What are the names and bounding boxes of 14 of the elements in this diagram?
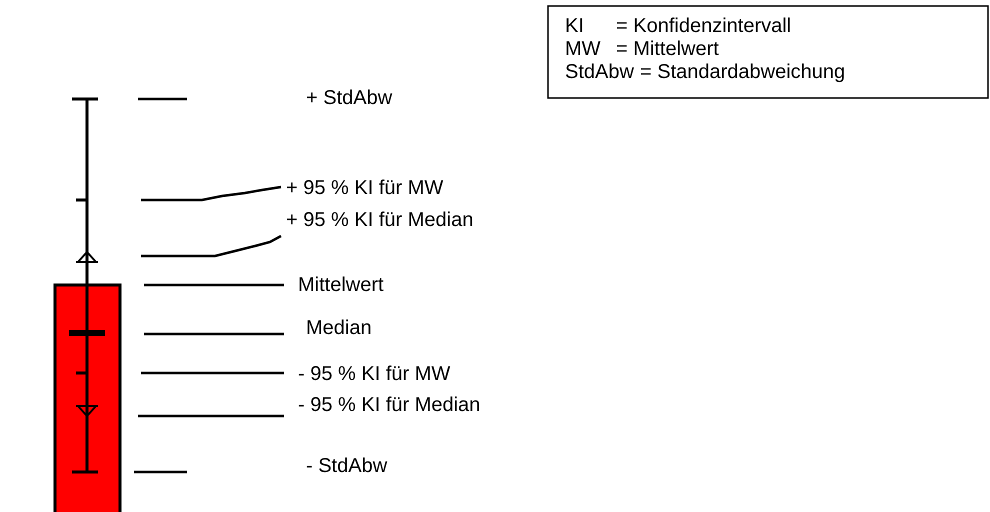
annotation-label: + 95 % KI für MW bbox=[286, 177, 444, 199]
legend-abbreviation: StdAbw bbox=[565, 61, 634, 83]
annotation-label: Mittelwert bbox=[298, 274, 384, 296]
legend-abbreviation: MW bbox=[565, 38, 601, 60]
legend-abbreviation: KI bbox=[565, 15, 584, 37]
annotation-label: - 95 % KI für MW bbox=[298, 363, 450, 385]
legend-definition: = Standardabweichung bbox=[640, 61, 846, 83]
annotation-label: - 95 % KI für Median bbox=[298, 394, 480, 416]
legend-definition: = Mittelwert bbox=[616, 38, 719, 60]
annotation-label: Median bbox=[306, 317, 372, 339]
annotation-label: - StdAbw bbox=[306, 455, 388, 477]
legend-definition: = Konfidenzintervall bbox=[616, 15, 792, 37]
annotation-label: + StdAbw bbox=[306, 87, 392, 109]
annotation-label: + 95 % KI für Median bbox=[286, 209, 474, 231]
